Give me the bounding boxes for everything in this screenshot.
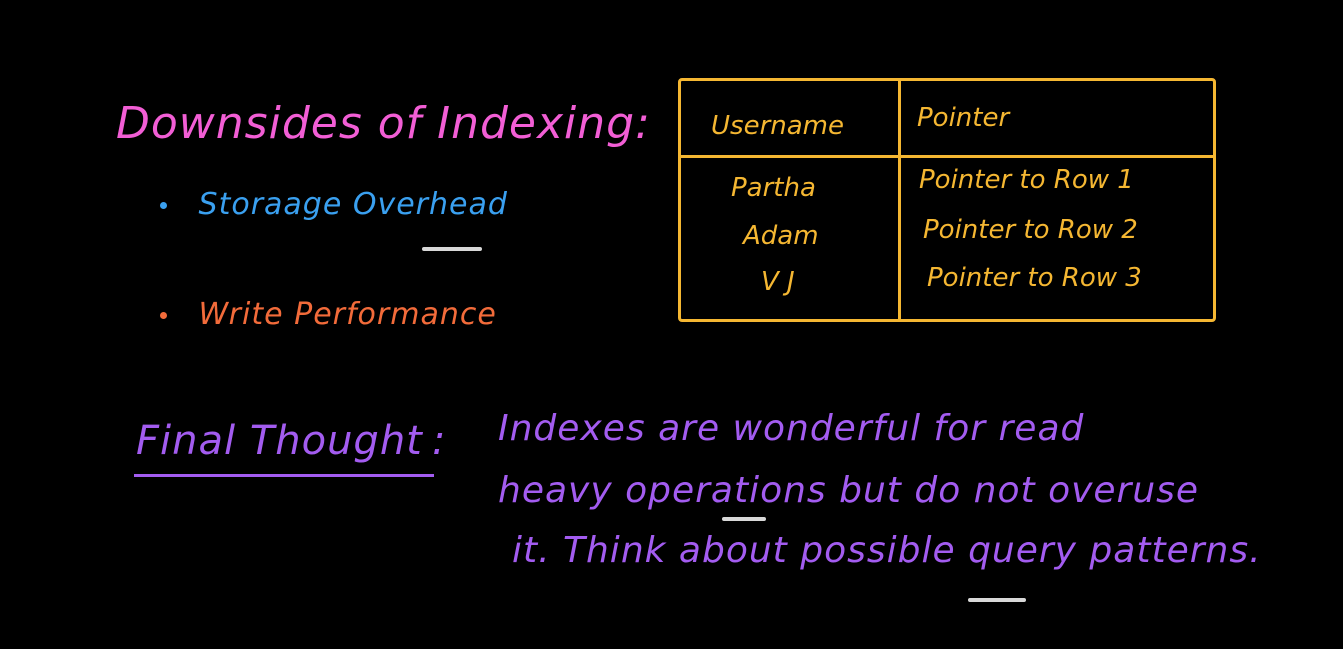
bullet-dot-icon: [160, 202, 167, 209]
final-thought-line: it. Think about possible query patterns.: [512, 530, 1262, 571]
table-cell-username: Adam: [743, 221, 819, 251]
final-thought-underline: [134, 474, 434, 477]
table-header-divider: [681, 155, 1213, 158]
highlight-scribble: [968, 598, 1026, 602]
bullet-storage-text: Storaage Overhead: [198, 187, 508, 222]
highlight-scribble: [422, 247, 482, 251]
table-header-username: Username: [711, 111, 844, 141]
final-thought-line: heavy operations but do not overuse: [498, 470, 1200, 511]
final-thought-colon: :: [432, 418, 447, 464]
table-column-divider: [898, 81, 901, 319]
table-cell-pointer: Pointer to Row 3: [927, 263, 1142, 293]
index-table: Username Pointer Partha Pointer to Row 1…: [678, 78, 1216, 322]
table-cell-username: Partha: [731, 173, 816, 203]
heading-downsides: Downsides of Indexing:: [116, 98, 651, 149]
highlight-scribble: [722, 517, 766, 521]
bullet-write-performance: Write Performance: [160, 300, 497, 330]
bullet-write-text: Write Performance: [198, 297, 497, 332]
table-cell-username: V J: [761, 267, 795, 297]
table-cell-pointer: Pointer to Row 2: [923, 215, 1138, 245]
bullet-storage-overhead: Storaage Overhead: [160, 190, 508, 220]
table-cell-pointer: Pointer to Row 1: [919, 165, 1134, 195]
bullet-dot-icon: [160, 312, 167, 319]
table-header-pointer: Pointer: [917, 103, 1010, 133]
final-thought-line: Indexes are wonderful for read: [498, 408, 1085, 449]
final-thought-label: Final Thought: [136, 418, 423, 464]
